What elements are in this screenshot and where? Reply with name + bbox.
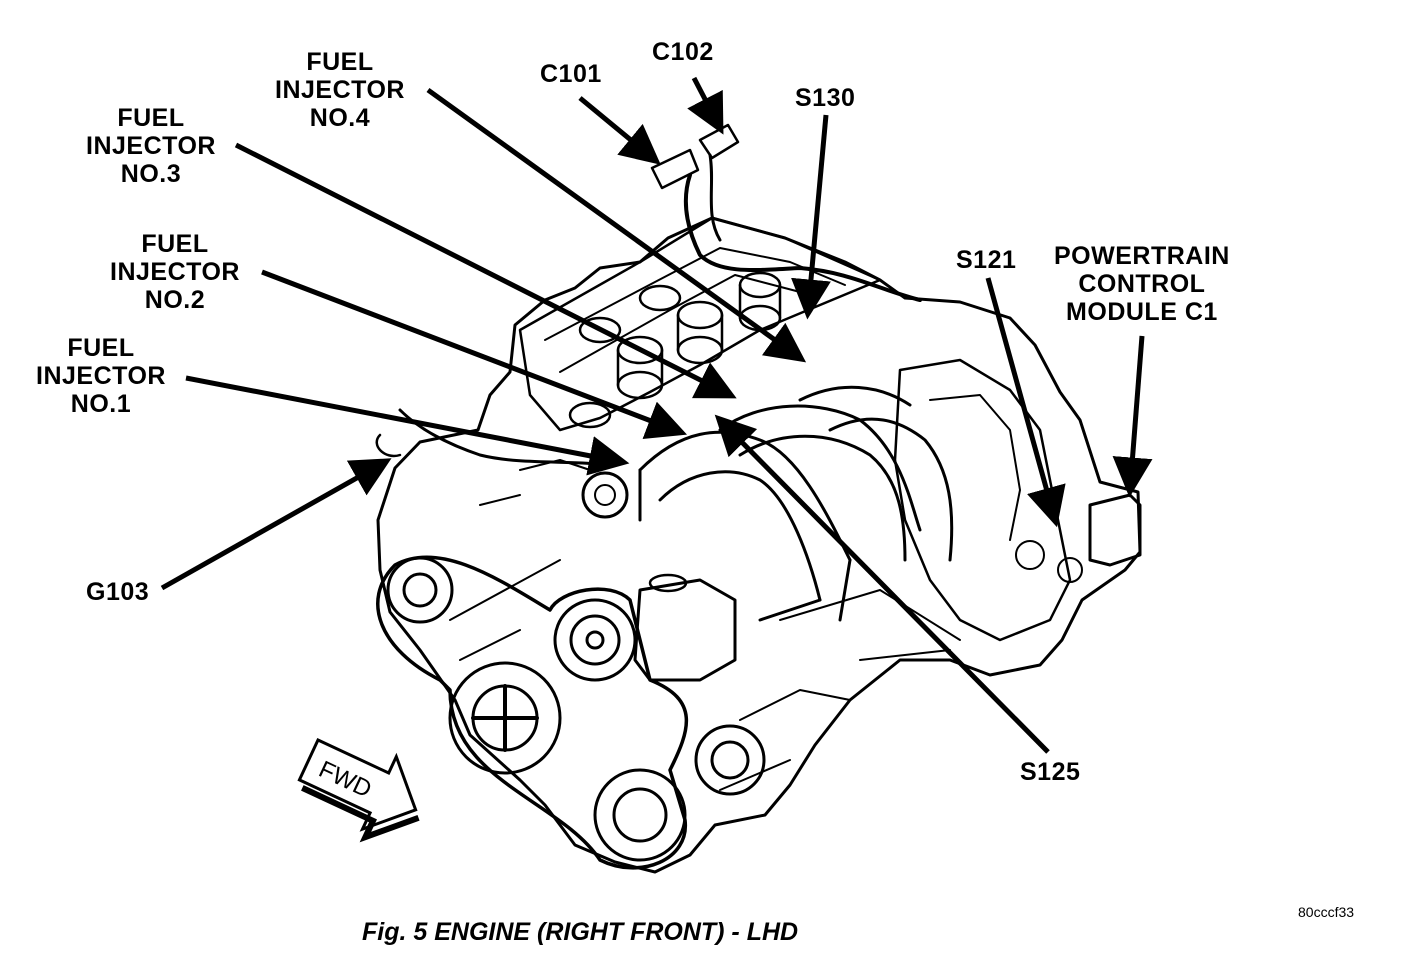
leader-pcm <box>1112 335 1153 498</box>
leader-fuel-injector-4 <box>426 87 807 363</box>
leader-c101 <box>578 96 661 165</box>
label-fuel-injector-2: FUEL INJECTOR NO.2 <box>110 230 240 314</box>
leader-s121 <box>985 277 1066 528</box>
accessory-drive <box>376 555 766 870</box>
label-c101: C101 <box>540 60 602 88</box>
fwd-arrow: FWD <box>297 738 420 843</box>
wiring-harness <box>683 173 922 302</box>
label-fuel-injector-3: FUEL INJECTOR NO.3 <box>86 104 216 188</box>
label-pcm: POWERTRAIN CONTROL MODULE C1 <box>1054 242 1230 326</box>
leader-s130 <box>791 114 831 320</box>
label-c102: C102 <box>652 38 714 66</box>
intake-manifold <box>638 385 954 622</box>
label-s125: S125 <box>1020 758 1081 786</box>
connector-c102 <box>698 123 740 160</box>
figure-caption: Fig. 5 ENGINE (RIGHT FRONT) - LHD <box>362 918 799 946</box>
pcm-box <box>1088 493 1142 567</box>
coil-pack <box>568 271 782 429</box>
leader-s125 <box>714 414 1050 754</box>
leader-c102 <box>687 76 724 135</box>
figure-id: 80cccf33 <box>1298 904 1355 920</box>
label-s121: S121 <box>956 246 1017 274</box>
reservoir <box>633 578 737 682</box>
leader-fuel-injector-1 <box>185 375 630 476</box>
label-fuel-injector-1: FUEL INJECTOR NO.1 <box>36 334 166 418</box>
leader-fuel-injector-2 <box>261 269 688 440</box>
label-g103: G103 <box>86 578 150 606</box>
label-fuel-injector-4: FUEL INJECTOR NO.4 <box>275 48 405 132</box>
leader-fuel-injector-3 <box>234 142 737 399</box>
leader-g103 <box>160 458 392 591</box>
connector-c101 <box>650 148 700 190</box>
engine-outline <box>376 216 1142 874</box>
label-s130: S130 <box>795 84 856 112</box>
throttle-body <box>581 471 629 519</box>
